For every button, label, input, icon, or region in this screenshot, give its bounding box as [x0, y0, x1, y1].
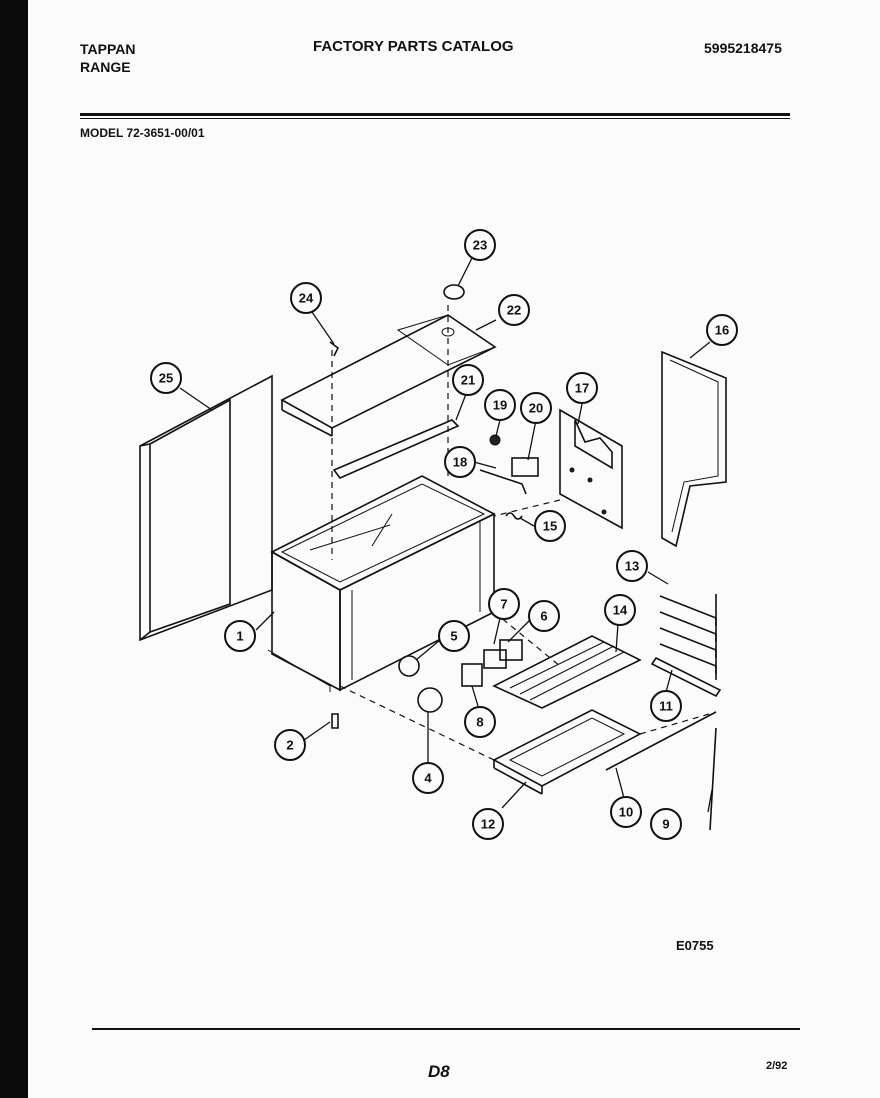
brand-name: TAPPAN [80, 41, 136, 57]
callout-25: 25 [150, 362, 182, 394]
svg-text:9: 9 [662, 817, 669, 832]
screw-part [329, 341, 340, 357]
product-type: RANGE [80, 59, 131, 75]
back-panel-part [661, 350, 727, 548]
callout-9: 9 [650, 808, 682, 840]
callout-16: 16 [706, 314, 738, 346]
broiler-pan-part [492, 635, 642, 709]
svg-text:14: 14 [613, 603, 628, 618]
callout-11: 11 [650, 690, 682, 722]
callout-1: 1 [224, 620, 256, 652]
callout-4: 4 [412, 762, 444, 794]
callout-5: 5 [438, 620, 470, 652]
page-id: D8 [428, 1062, 450, 1081]
svg-text:25: 25 [159, 371, 173, 386]
svg-text:10: 10 [619, 805, 633, 820]
assembly-guide-lines [331, 305, 717, 761]
svg-text:15: 15 [543, 519, 557, 534]
callout-13: 13 [616, 550, 648, 582]
callout-22: 22 [498, 294, 530, 326]
svg-text:4: 4 [424, 771, 432, 786]
leveling-foot-part [331, 713, 339, 729]
revision-date: 2/92 [766, 1060, 788, 1072]
catalog-page [28, 0, 880, 1098]
svg-text:20: 20 [529, 401, 543, 416]
side-trim-part [709, 727, 717, 831]
svg-text:13: 13 [625, 559, 639, 574]
svg-text:18: 18 [453, 455, 467, 470]
switch-part [483, 649, 507, 669]
callout-17: 17 [566, 372, 598, 404]
svg-text:6: 6 [540, 609, 547, 624]
callout-6: 6 [528, 600, 560, 632]
oven-rack-part [659, 594, 717, 680]
terminal-block-part [461, 663, 483, 687]
callout-12: 12 [472, 808, 504, 840]
svg-text:23: 23 [473, 238, 487, 253]
svg-text:24: 24 [299, 291, 314, 306]
svg-text:21: 21 [461, 373, 475, 388]
header-rule-thin [80, 118, 790, 119]
range-body-part [267, 475, 496, 692]
rack-rail-part [650, 656, 722, 698]
callout-7: 7 [488, 588, 520, 620]
callout-19: 19 [484, 389, 516, 421]
trim-strip-part [332, 419, 460, 479]
svg-text:12: 12 [481, 817, 495, 832]
catalog-part-number: 5995218475 [704, 40, 782, 56]
switch-plate-part [499, 639, 523, 661]
side-panel-part [139, 374, 273, 642]
header-rule [80, 113, 790, 116]
callout-24: 24 [290, 282, 322, 314]
kickplate-part [605, 711, 717, 771]
wire-clip-part [479, 469, 527, 495]
spring-part [505, 512, 523, 520]
svg-text:22: 22 [507, 303, 521, 318]
diagram-code: E0755 [676, 938, 714, 953]
catalog-title: FACTORY PARTS CATALOG [313, 38, 514, 55]
model-number: MODEL 72-3651-00/01 [80, 126, 205, 140]
bracket-part [511, 457, 539, 477]
scan-edge [0, 0, 28, 1098]
svg-text:19: 19 [493, 398, 507, 413]
svg-text:5: 5 [450, 629, 457, 644]
svg-text:1: 1 [236, 629, 243, 644]
callout-23: 23 [464, 229, 496, 261]
callout-21: 21 [452, 364, 484, 396]
svg-text:7: 7 [500, 597, 507, 612]
burner-part [398, 655, 420, 677]
svg-text:8: 8 [476, 715, 483, 730]
storage-drawer-part [492, 709, 642, 795]
rear-bracket-part [559, 408, 623, 530]
brand-block: TAPPAN RANGE [80, 40, 135, 76]
svg-text:17: 17 [575, 381, 589, 396]
cooktop-part [280, 314, 497, 437]
svg-text:2: 2 [286, 738, 293, 753]
burner-base-part [417, 687, 443, 713]
callout-15: 15 [534, 510, 566, 542]
callout-20: 20 [520, 392, 552, 424]
knob-part [443, 284, 465, 300]
callout-8: 8 [464, 706, 496, 738]
callout-10: 10 [610, 796, 642, 828]
callout-2: 2 [274, 729, 306, 761]
callout-14: 14 [604, 594, 636, 626]
grommet-part [489, 434, 501, 446]
svg-text:11: 11 [659, 699, 673, 714]
callout-leaders [179, 257, 713, 813]
footer-rule [92, 1028, 800, 1030]
svg-text:16: 16 [715, 323, 729, 338]
callout-18: 18 [444, 446, 476, 478]
